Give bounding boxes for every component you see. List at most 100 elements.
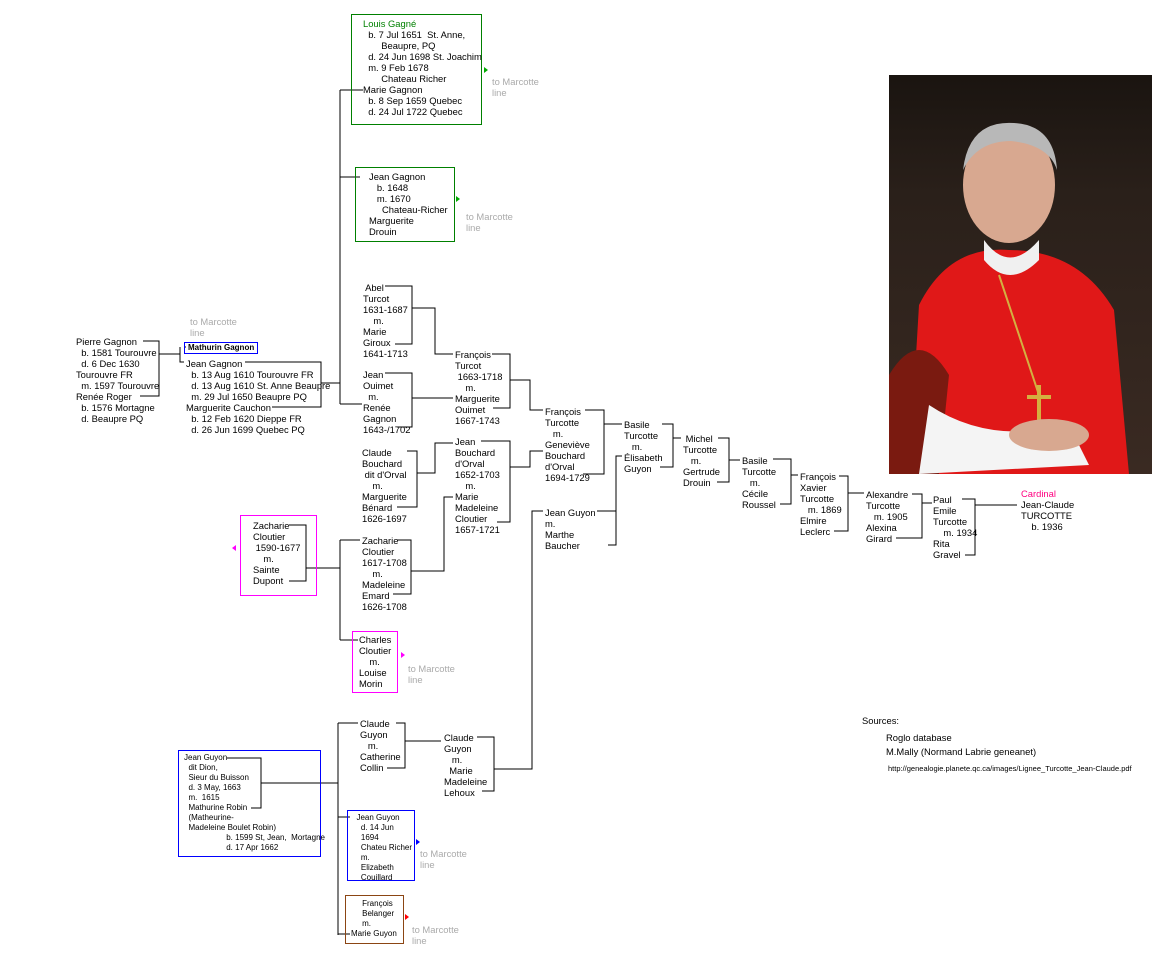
node-line: Dupont xyxy=(253,575,284,586)
node-line: Turcot xyxy=(455,360,482,371)
node-line: Ouimet xyxy=(363,380,394,391)
node-line: d'Orval xyxy=(545,461,575,472)
node-line: Marie Gagnon xyxy=(363,84,423,95)
node-line: m. 29 Jul 1650 Beaupre PQ xyxy=(186,391,307,402)
node-line: 1641-1713 xyxy=(363,348,408,359)
arrow-left-icon[interactable] xyxy=(232,545,236,551)
node-line: d. 26 Jun 1699 Quebec PQ xyxy=(186,424,305,435)
node-line: François xyxy=(455,349,491,360)
node-line: Turcotte xyxy=(800,493,835,504)
node-line: Charles xyxy=(359,634,392,645)
link-label: line xyxy=(190,327,205,338)
node-line: 1694-1729 xyxy=(545,472,590,483)
node-line: b. 8 Sep 1659 Quebec xyxy=(363,95,463,106)
link-label: line xyxy=(492,87,507,98)
node-line: Gagnon xyxy=(363,413,397,424)
node-line: Ouimet xyxy=(455,404,486,415)
arrow-right-icon[interactable] xyxy=(416,839,420,845)
node-line: Madeleine xyxy=(444,776,488,787)
source-url[interactable]: http://genealogie.planete.qc.ca/images/L… xyxy=(888,764,1132,773)
node-line: Mathurine Robin xyxy=(184,803,248,812)
node-line: m. xyxy=(624,441,643,452)
node-line: m. 1905 xyxy=(866,511,908,522)
node-line: Alexina xyxy=(866,522,897,533)
node-line: m. xyxy=(363,391,379,402)
node-line: Chateau Richer xyxy=(363,73,447,84)
node-line: dit Dion, xyxy=(184,763,218,772)
node-line: Lehoux xyxy=(444,787,475,798)
node-line: Guyon xyxy=(444,743,472,754)
node-line: Zacharie xyxy=(362,535,399,546)
arrow-right-icon[interactable] xyxy=(401,652,405,658)
node-line: Renée Roger xyxy=(76,391,132,402)
node-line: Collin xyxy=(360,762,384,773)
node-line: b. 7 Jul 1651 St. Anne, xyxy=(363,29,466,40)
arrow-right-icon[interactable] xyxy=(456,196,460,202)
node-line: Marie Guyon xyxy=(351,929,397,938)
node-line: Louise xyxy=(359,667,387,678)
node-line: Xavier xyxy=(800,482,827,493)
node-line: m. 1934 xyxy=(933,527,978,538)
node-line: Marie xyxy=(363,326,387,337)
node-line: Marguerite xyxy=(362,491,407,502)
node-line: Alexandre xyxy=(866,489,909,500)
source-roglo: Roglo database xyxy=(886,732,952,743)
node-line: Tourouvre FR xyxy=(76,369,133,380)
node-jean-guyon-1694: Jean Guyon d. 14 Jun 1694 Chateu Richer … xyxy=(352,813,412,883)
node-line: m. xyxy=(352,853,370,862)
node-line: Gravel xyxy=(933,549,961,560)
node-line: Turcotte xyxy=(545,417,580,428)
node-line: Zacharie xyxy=(253,520,290,531)
node-line: d. 3 May, 1663 xyxy=(184,783,241,792)
box-charles-cloutier xyxy=(352,631,398,693)
node-line: 1694 xyxy=(352,833,379,842)
node-line: m. xyxy=(362,480,383,491)
node-line: m. xyxy=(359,656,380,667)
box-louis-gagne xyxy=(351,14,482,125)
node-line: 1590-1677 xyxy=(253,542,301,553)
node-line: Marie xyxy=(444,765,473,776)
node-line: Marguerite xyxy=(455,393,500,404)
sources-title: Sources: xyxy=(862,715,899,726)
node-line: Drouin xyxy=(683,477,711,488)
node-line: m. 1615 xyxy=(184,793,220,802)
node-line: m. xyxy=(360,740,379,751)
node-line: Emile xyxy=(933,505,957,516)
arrow-right-icon[interactable] xyxy=(484,67,488,73)
node-line: Jean Guyon xyxy=(352,813,400,822)
node-line: b. 1599 St, Jean, Mortagne xyxy=(184,833,325,842)
node-line: m. xyxy=(362,568,383,579)
link-label: to Marcotte xyxy=(466,211,513,222)
arrow-right-icon[interactable] xyxy=(405,914,409,920)
node-line: 1631-1687 xyxy=(363,304,408,315)
node-line: Cloutier xyxy=(362,546,395,557)
node-mathurin-gagnon[interactable]: Mathurin Gagnon xyxy=(184,342,259,354)
node-line: 1663-1718 xyxy=(455,371,503,382)
node-line: Jean Guyon xyxy=(184,753,228,762)
node-line: Abel xyxy=(363,282,384,293)
node-line: Bouchard xyxy=(455,447,496,458)
node-louis-gagne-name: Louis Gagné xyxy=(363,18,417,29)
node-line: Cloutier xyxy=(359,645,392,656)
link-label: line xyxy=(412,935,427,946)
node-line: b. 13 Aug 1610 Tourouvre FR xyxy=(186,369,314,380)
node-line: Beaupre, PQ xyxy=(363,40,436,51)
node-line: Leclerc xyxy=(800,526,831,537)
node-line: Turcotte xyxy=(624,430,659,441)
node-line: Jean xyxy=(455,436,476,447)
